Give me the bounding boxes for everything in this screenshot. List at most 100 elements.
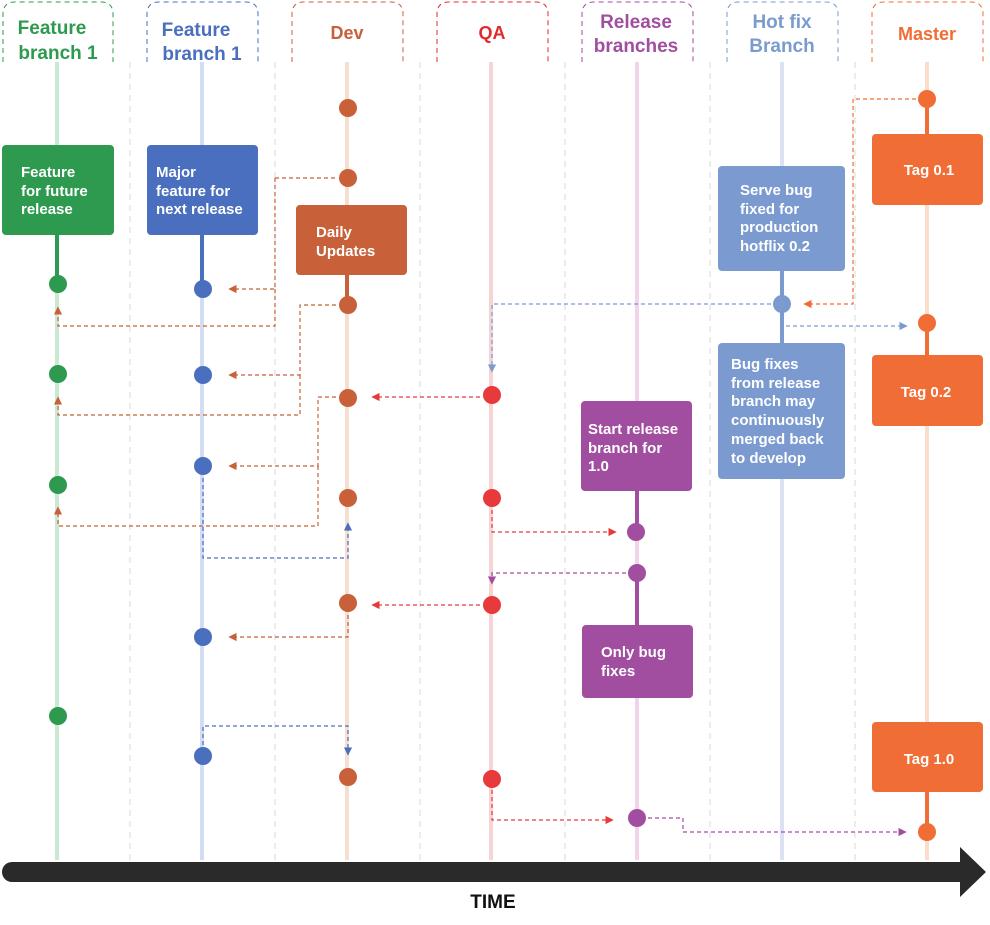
lane-label-qa: QA bbox=[479, 23, 506, 43]
connector-dev-to-feature-blue bbox=[228, 178, 276, 294]
note-text-tag-0-2: Tag 0.2 bbox=[901, 384, 952, 401]
note-texts: Feature for future release Major feature… bbox=[21, 162, 954, 768]
lane-label-line: branches bbox=[594, 36, 678, 57]
connector-dev-to-feature-blue-3 bbox=[228, 396, 336, 471]
lane-label-line: Hot fix bbox=[752, 12, 812, 33]
note-text-tag-0-1: Tag 0.1 bbox=[904, 162, 955, 179]
note-tag-1-0 bbox=[872, 722, 983, 792]
commit-node-dev bbox=[339, 99, 357, 117]
note-text-daily-updates: Daily Updates bbox=[316, 224, 375, 260]
note-line: Only bug bbox=[601, 644, 666, 661]
commit-node-feature-blue bbox=[194, 366, 212, 384]
connector-feature-blue-to-dev-1 bbox=[202, 478, 353, 559]
note-line: from release bbox=[731, 375, 820, 392]
connector-dev-to-feature-green-2 bbox=[53, 375, 301, 416]
lane-label-line: Branch bbox=[749, 36, 814, 57]
note-major-feature bbox=[147, 145, 258, 235]
note-text-major-feature: Major feature for next release bbox=[156, 164, 243, 218]
lane-label-line: Release bbox=[600, 12, 672, 33]
note-line: branch for bbox=[588, 440, 662, 457]
note-boxes bbox=[2, 134, 983, 792]
note-serve-bug-fixed bbox=[718, 166, 845, 271]
connector-dev-to-feature-blue-2 bbox=[228, 304, 336, 380]
connector-dev-to-feature-green-3 bbox=[53, 466, 319, 527]
commit-node-qa bbox=[483, 770, 501, 788]
note-line: hotflix 0.2 bbox=[740, 238, 810, 255]
commit-node-release bbox=[628, 809, 646, 827]
note-line: Bug fixes bbox=[731, 356, 799, 373]
connector-dev-to-feature-blue-4 bbox=[228, 615, 349, 642]
commit-node-qa bbox=[483, 386, 501, 404]
commit-node-master bbox=[918, 314, 936, 332]
commit-node-dev bbox=[339, 594, 357, 612]
note-text-feature-future: Feature for future release bbox=[21, 164, 92, 218]
commit-node-dev bbox=[339, 768, 357, 786]
note-line: 1.0 bbox=[588, 458, 609, 475]
note-line: for future bbox=[21, 183, 88, 200]
lane-label-line: branch 1 bbox=[162, 44, 242, 65]
note-line: Daily bbox=[316, 224, 353, 241]
note-tag-0-2 bbox=[872, 355, 983, 426]
connector-release-to-master bbox=[648, 817, 907, 837]
lane-label-line: Feature bbox=[18, 18, 87, 39]
note-feature-for-future-release bbox=[2, 145, 114, 235]
note-bug-fixes-from-release bbox=[718, 343, 845, 479]
note-start-release-branch bbox=[581, 401, 692, 491]
lane-label-line: Dev bbox=[330, 23, 363, 43]
lane-header-box-master bbox=[871, 1, 984, 62]
commit-node-feature-blue bbox=[194, 457, 212, 475]
note-line: fixed for bbox=[740, 201, 799, 218]
connector-hotfix-to-master bbox=[781, 316, 908, 331]
note-line: merged back bbox=[731, 431, 824, 448]
commit-node-dev bbox=[339, 389, 357, 407]
commit-node-master bbox=[918, 823, 936, 841]
note-line: Tag 0.2 bbox=[901, 384, 952, 401]
note-line: fixes bbox=[601, 663, 635, 680]
note-line: next release bbox=[156, 201, 243, 218]
note-text-serve-bug: Serve bug fixed for production hotflix 0… bbox=[740, 182, 823, 255]
commit-node-feature-green bbox=[49, 365, 67, 383]
commit-node-release bbox=[628, 564, 646, 582]
time-arrow bbox=[2, 847, 986, 897]
lane-header-box-qa bbox=[436, 1, 549, 62]
note-line: Tag 1.0 bbox=[904, 751, 955, 768]
time-label: TIME bbox=[470, 892, 515, 913]
lane-header-box-feature-blue bbox=[146, 1, 259, 62]
note-line: feature for bbox=[156, 183, 230, 200]
lane-headers bbox=[2, 1, 984, 62]
note-tag-0-1 bbox=[872, 134, 983, 205]
commit-node-hotfix bbox=[773, 295, 791, 313]
lane-header-box-feature-green bbox=[2, 1, 114, 62]
note-text-bug-fixes: Bug fixes from release branch may contin… bbox=[731, 356, 829, 467]
note-line: Serve bug bbox=[740, 182, 813, 199]
time-axis: TIME bbox=[2, 847, 986, 913]
commit-node-feature-blue bbox=[194, 280, 212, 298]
lane-label-dev: Dev bbox=[330, 23, 363, 43]
commit-node-master bbox=[918, 90, 936, 108]
commit-node-dev bbox=[339, 489, 357, 507]
connector-master-to-hotfix bbox=[803, 98, 916, 309]
lane-label-release: Release branches bbox=[594, 12, 678, 57]
note-line: release bbox=[21, 201, 73, 218]
commit-node-feature-green bbox=[49, 707, 67, 725]
commit-nodes bbox=[49, 90, 936, 841]
connector-qa-to-release-2 bbox=[491, 790, 614, 825]
connectors bbox=[53, 98, 916, 837]
commit-node-feature-blue bbox=[194, 628, 212, 646]
lane-header-box-hotfix bbox=[726, 1, 839, 62]
connector-hotfix-to-qa bbox=[487, 303, 771, 373]
note-line: Updates bbox=[316, 243, 375, 260]
connector-dev-to-feature-green-1 bbox=[53, 289, 276, 327]
commit-node-qa bbox=[483, 489, 501, 507]
note-line: branch may bbox=[731, 393, 816, 410]
lane-label-line: QA bbox=[479, 23, 506, 43]
note-text-tag-1-0: Tag 1.0 bbox=[904, 751, 955, 768]
commit-node-feature-blue bbox=[194, 747, 212, 765]
note-line: Tag 0.1 bbox=[904, 162, 955, 179]
